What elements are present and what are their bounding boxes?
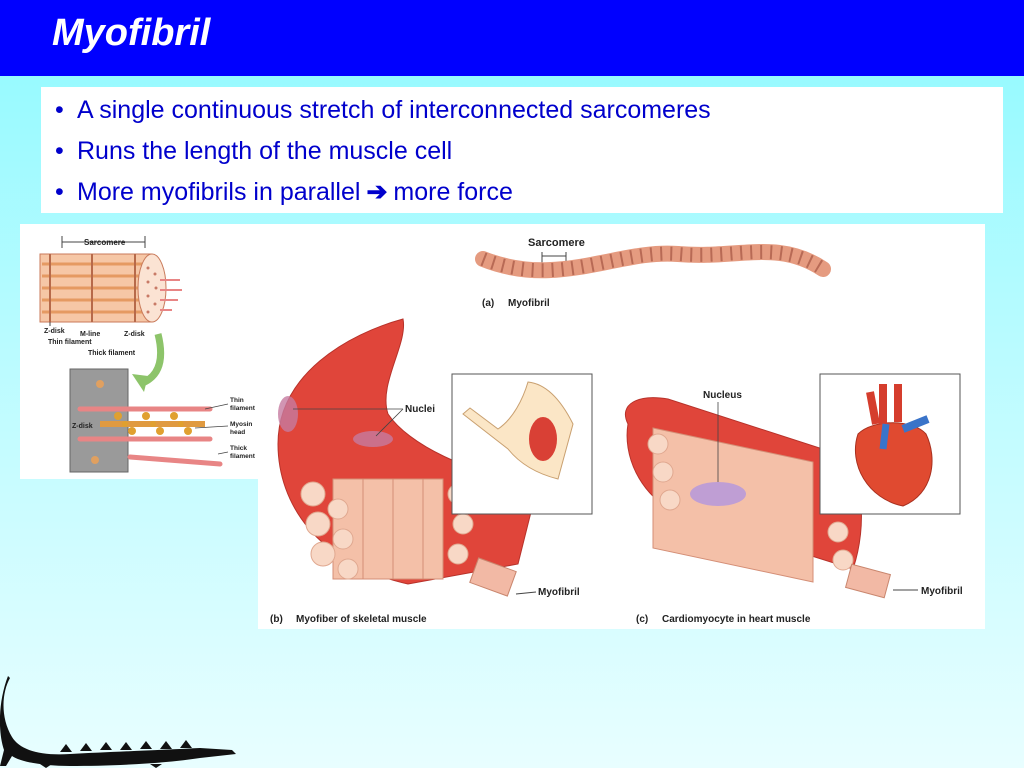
slide-title: Myofibril	[52, 12, 211, 54]
myofibril-label: Myofibril	[921, 586, 963, 597]
crocodile-silhouette-icon	[0, 676, 236, 768]
bullet-text: Runs the length of the muscle cell	[77, 137, 453, 165]
caption-letter: (c)	[636, 614, 648, 625]
bullet-text: More myofibrils in parallel	[77, 178, 361, 206]
sarcomere-schematic: Sarcomere Z-disk M-line Z-disk	[39, 236, 256, 473]
bullet-dot: •	[55, 137, 64, 165]
sarcomere-schematic-panel: Sarcomere Z-disk M-line Z-disk	[20, 224, 260, 479]
skeletal-caption: Myofiber of skeletal muscle	[296, 614, 427, 625]
z-disk-label: Z-disk	[124, 331, 145, 338]
title-bar: Myofibril	[0, 0, 1024, 76]
heart-icon	[854, 384, 933, 507]
cardiomyocyte-caption: Cardiomyocyte in heart muscle	[662, 614, 811, 625]
z-disk-label: Z-disk	[72, 423, 93, 430]
myofibril-label: Myofibril	[538, 587, 580, 598]
z-disk-label: Z-disk	[44, 328, 65, 335]
nucleus-label: Nucleus	[703, 390, 742, 401]
bullet-text: more force	[393, 178, 513, 206]
thin-filament-label: filament	[230, 405, 256, 412]
caption-letter: (b)	[270, 614, 283, 625]
bullet-dot: •	[55, 96, 64, 124]
myofibril-strand	[475, 244, 831, 279]
thin-filament-label: Thin filament	[48, 339, 92, 346]
muscle-types-panel: Sarcomere (a) Myofibril Myofibril Nuclei	[258, 224, 985, 629]
thick-filament-label: filament	[230, 453, 256, 460]
caption-letter: (a)	[482, 298, 494, 309]
bullet-item: • More myofibrils in parallel➔more force	[41, 175, 1003, 216]
muscle-types-diagram: Sarcomere (a) Myofibril Myofibril Nuclei	[270, 237, 963, 625]
m-line-label: M-line	[80, 331, 100, 338]
myosin-head-label: head	[230, 429, 245, 436]
right-arrow-icon: ➔	[366, 178, 388, 206]
bullet-text: A single continuous stretch of interconn…	[77, 96, 711, 124]
sarcomere-label: Sarcomere	[84, 238, 126, 247]
bullet-item: • Runs the length of the muscle cell	[41, 134, 1003, 175]
myosin-head-label: Myosin	[230, 421, 252, 428]
thick-filament-label: Thick filament	[88, 350, 136, 357]
sarcomere-label: Sarcomere	[528, 237, 585, 249]
arm-icon	[462, 381, 574, 480]
bullet-dot: •	[55, 178, 64, 206]
bullet-list: • A single continuous stretch of intercon…	[41, 87, 1003, 216]
nuclei-label: Nuclei	[405, 404, 435, 415]
thin-filament-label: Thin	[230, 397, 244, 404]
myofibril-caption: Myofibril	[508, 298, 550, 309]
bullet-list-box: • A single continuous stretch of intercon…	[41, 87, 1003, 213]
thick-filament-label: Thick	[230, 445, 247, 452]
bullet-item: • A single continuous stretch of intercon…	[41, 93, 1003, 134]
